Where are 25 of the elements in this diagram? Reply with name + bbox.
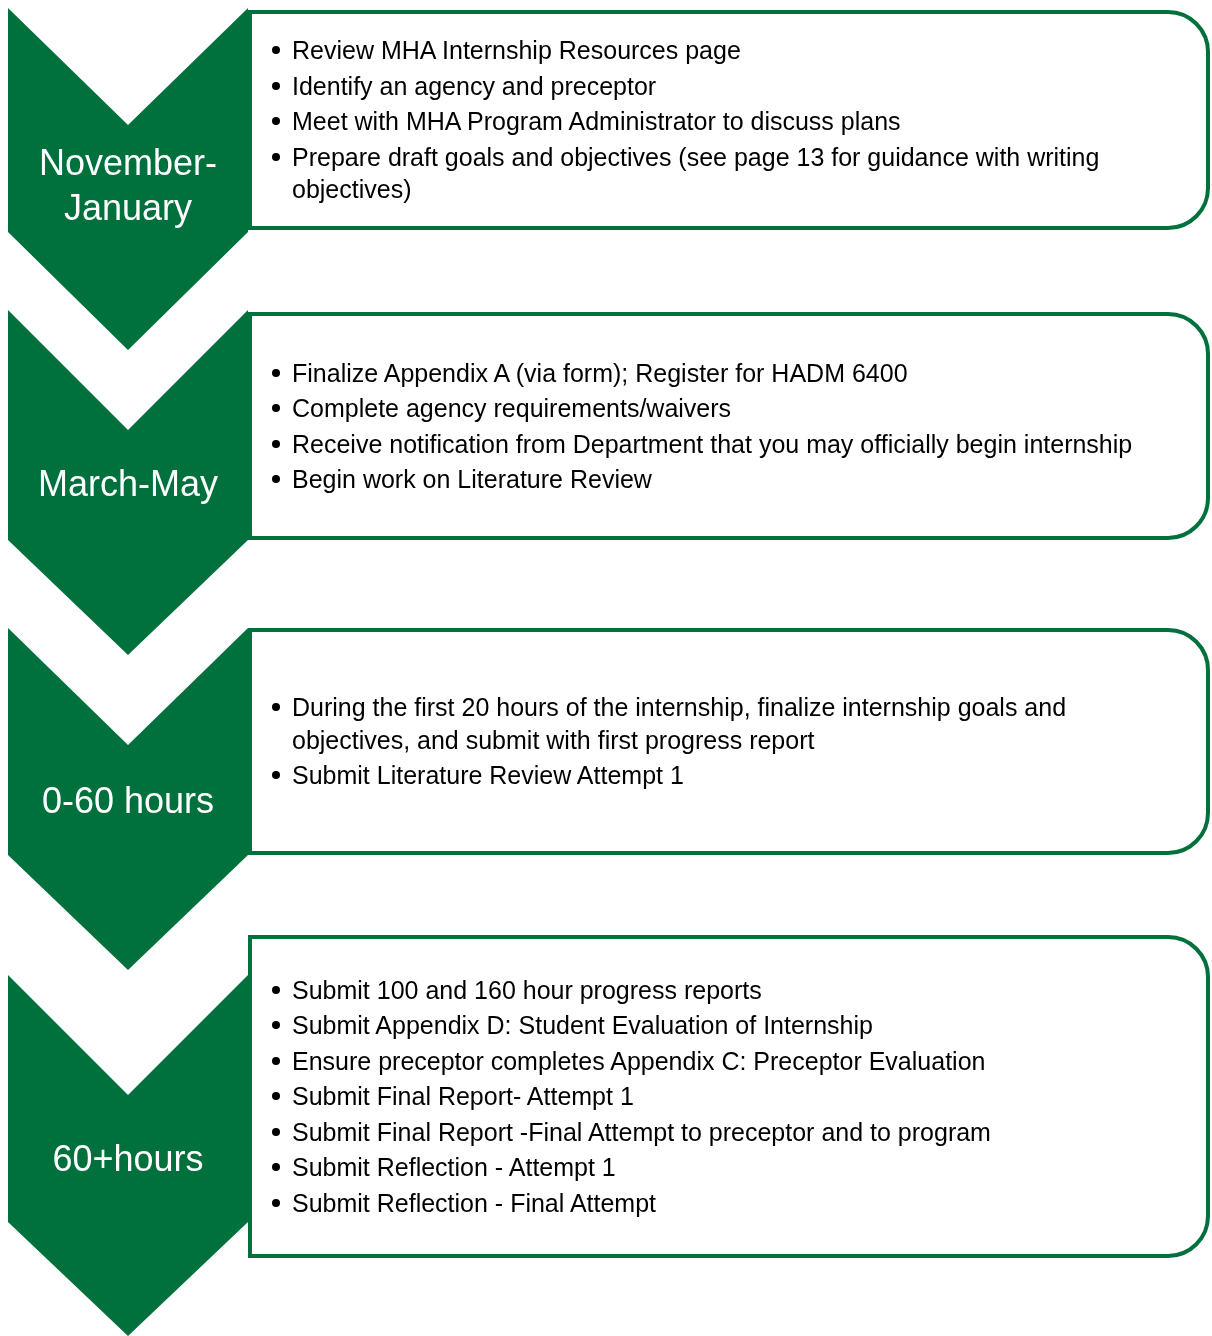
task-text: Submit Literature Review Attempt 1	[292, 761, 684, 790]
task-text: Review MHA Internship Resources page	[292, 36, 741, 65]
task-text: Complete agency requirements/waivers	[292, 394, 732, 422]
task-text: Meet with MHA Program Administrator to discuss plans	[292, 107, 901, 136]
task-text: Submit Final Report- Attempt 1	[292, 1082, 634, 1111]
task-panel	[248, 935, 1210, 1258]
stage-label: March-May	[37, 461, 219, 506]
task-text: Identify an agency and preceptor	[292, 71, 657, 100]
task-text: Prepare draft goals and objectives (see page 13 for guidance with writing objectives)	[292, 142, 1100, 204]
task-panel	[248, 628, 1210, 855]
task-panel	[248, 312, 1210, 540]
task-text: Finalize Appendix A (via form); Register for HADM 6400	[292, 358, 908, 387]
task-panel	[248, 10, 1210, 230]
stage-label: 60+hours	[51, 1136, 205, 1181]
task-text: Ensure preceptor completes Appendix C: Preceptor Evaluation	[292, 1046, 986, 1075]
task-text: During the first 20 hours of the internship, finalize internship goals and objectives, and submit with first progress report	[292, 693, 1067, 754]
task-text: Submit Reflection - Attempt 1	[292, 1153, 616, 1182]
task-text: Begin work on Literature Review	[292, 465, 652, 493]
task-text: Receive notification from Department that you may officially begin internship	[292, 429, 1133, 458]
stage-label: 0-60 hours	[40, 778, 216, 823]
task-text: Submit Reflection - Final Attempt	[292, 1188, 657, 1217]
stage-label: November-January	[37, 141, 219, 230]
task-text: Submit Appendix D: Student Evaluation of Internship	[292, 1011, 873, 1040]
task-text: Submit Final Report -Final Attempt to preceptor and to program	[292, 1117, 991, 1146]
task-text: Submit 100 and 160 hour progress reports	[292, 975, 762, 1004]
